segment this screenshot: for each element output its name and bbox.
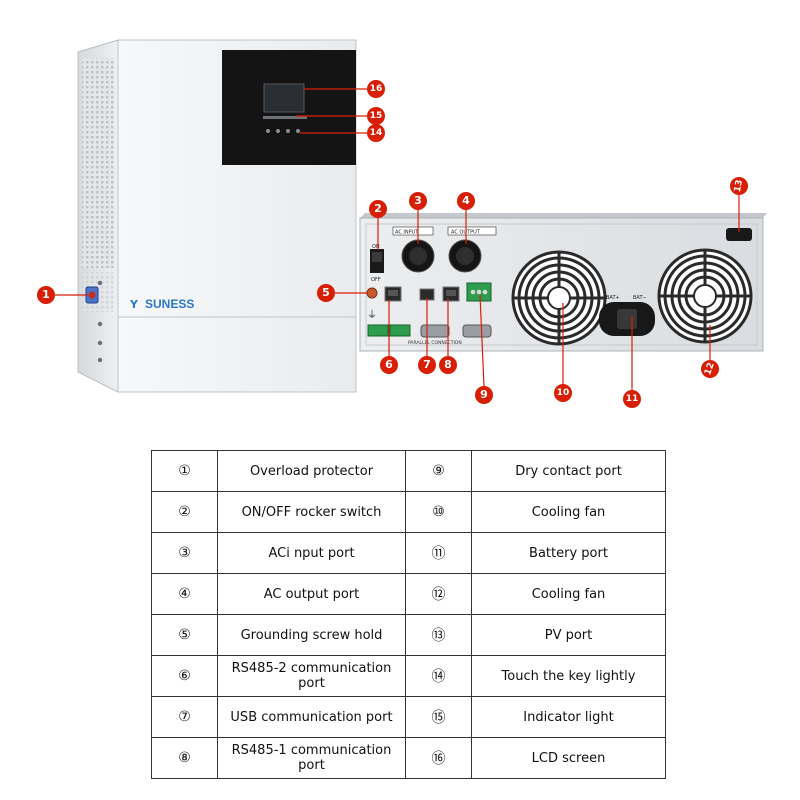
ac-input-port-cap [409, 247, 427, 265]
switch-on-label: ON [372, 244, 380, 250]
part-label: Grounding screw hold [217, 614, 406, 656]
table-row: ④ AC output port ⑫ Cooling fan [151, 573, 666, 615]
part-number: ② [151, 491, 218, 533]
part-number: ⑪ [405, 532, 472, 574]
part-number: ⑬ [405, 614, 472, 656]
part-label: Cooling fan [471, 573, 666, 615]
rs485-2-port-jack [388, 290, 398, 296]
table-row: ① Overload protector ⑨ Dry contact port [151, 450, 666, 492]
db9-port-a [420, 324, 450, 338]
callout-9: 9 [475, 386, 493, 404]
part-number: ⑥ [151, 655, 218, 697]
part-number: ③ [151, 532, 218, 574]
part-label: USB communication port [217, 696, 406, 738]
table-row: ⑤ Grounding screw hold ⑬ PV port [151, 614, 666, 656]
part-label: Indicator light [471, 696, 666, 738]
side-screw [97, 321, 103, 327]
callout-11: 11 [623, 390, 641, 408]
table-row: ⑦ USB communication port ⑮ Indicator lig… [151, 696, 666, 738]
part-label: ON/OFF rocker switch [217, 491, 406, 533]
product-illustration: SUNESS Y ON OFF ⏚ AC INPUT AC OUTPUT [55, 39, 767, 393]
brand-logo-mark: Y [129, 298, 139, 311]
parallel-terminal-right [389, 324, 411, 337]
part-number: ⑩ [405, 491, 472, 533]
side-screw [97, 340, 103, 346]
part-number: ⑮ [405, 696, 472, 738]
callout-15: 15 [367, 107, 385, 125]
cooling-fan-left [511, 250, 607, 346]
ground-symbol: ⏚ [367, 309, 377, 321]
callout-6: 6 [380, 356, 398, 374]
indicator-lights [263, 116, 307, 119]
overload-protector [85, 286, 99, 304]
part-number: ⑭ [405, 655, 472, 697]
callout-1: 1 [37, 286, 55, 304]
table-row: ② ON/OFF rocker switch ⑩ Cooling fan [151, 491, 666, 533]
callout-16: 16 [367, 80, 385, 98]
callout-4: 4 [457, 192, 475, 210]
ac-input-label-box [392, 226, 434, 236]
touch-keys [266, 129, 300, 133]
ac-output-port-cap [456, 247, 474, 265]
dry-contact-screws [470, 289, 488, 295]
part-label: RS485-1 communication port [217, 737, 406, 779]
part-number: ⑦ [151, 696, 218, 738]
part-number: ⑯ [405, 737, 472, 779]
inverter-front-view: SUNESS Y [77, 39, 357, 393]
callout-10: 10 [554, 384, 572, 402]
side-vent-grille [82, 58, 114, 268]
bat-neg-label: BAT− [633, 295, 647, 301]
part-label: RS485-2 communication port [217, 655, 406, 697]
side-screw [97, 357, 103, 363]
table-row: ⑧ RS485-1 communication port ⑯ LCD scree… [151, 737, 666, 779]
brand-logo: SUNESS [145, 297, 194, 311]
callout-leader-lines [55, 88, 740, 390]
ac-input-label: AC INPUT [395, 230, 419, 236]
rs485-1-port-jack [446, 290, 456, 296]
part-label: LCD screen [471, 737, 666, 779]
callout-5: 5 [317, 284, 335, 302]
callout-7: 7 [418, 356, 436, 374]
callout-2: 2 [369, 200, 387, 218]
side-screw [97, 280, 103, 286]
part-label: AC output port [217, 573, 406, 615]
parts-legend-table: ① Overload protector ⑨ Dry contact port … [151, 450, 666, 779]
parallel-terminal-left [367, 324, 389, 337]
part-label: Cooling fan [471, 491, 666, 533]
lcd-screen [263, 83, 305, 113]
bat-pos-label: BAT+ [606, 295, 620, 301]
part-label: Dry contact port [471, 450, 666, 492]
callout-14: 14 [367, 124, 385, 142]
part-number: ⑧ [151, 737, 218, 779]
part-label: Battery port [471, 532, 666, 574]
callout-3: 3 [409, 192, 427, 210]
part-label: Overload protector [217, 450, 406, 492]
parallel-label: PARALLEL CONNECTION [408, 340, 462, 346]
part-number: ① [151, 450, 218, 492]
part-label: Touch the key lightly [471, 655, 666, 697]
part-number: ④ [151, 573, 218, 615]
part-number: ⑤ [151, 614, 218, 656]
db9-port-b [462, 324, 492, 338]
switch-off-label: OFF [371, 277, 381, 283]
part-label: PV port [471, 614, 666, 656]
pv-port [726, 228, 752, 241]
cooling-fan-right [657, 248, 753, 344]
rocker-switch: ON OFF [370, 244, 384, 283]
panel-top-edge [360, 213, 767, 218]
table-row: ⑥ RS485-2 communication port ⑭ Touch the… [151, 655, 666, 697]
part-number: ⑨ [405, 450, 472, 492]
grounding-screw [366, 287, 378, 299]
part-number: ⑫ [405, 573, 472, 615]
callout-8: 8 [439, 356, 457, 374]
part-label: ACi nput port [217, 532, 406, 574]
ac-output-label-box [447, 226, 497, 236]
table-row: ③ ACi nput port ⑪ Battery port [151, 532, 666, 574]
